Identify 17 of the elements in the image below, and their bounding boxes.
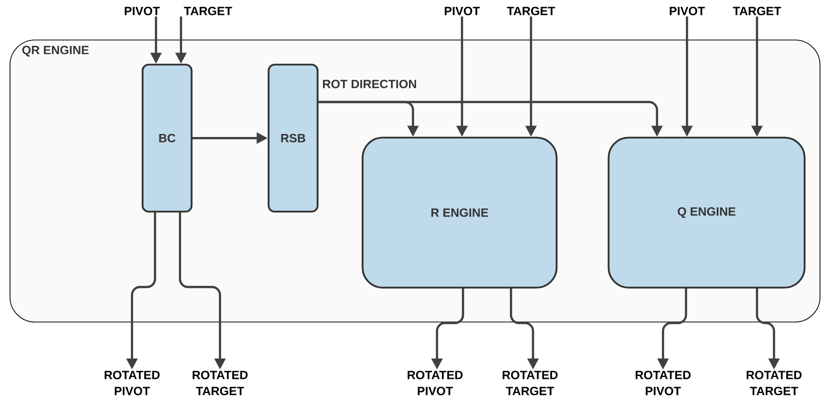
signal-label: ROTATED PIVOT bbox=[408, 370, 463, 396]
signal-label: PIVOT bbox=[444, 6, 480, 16]
block-box: RSB bbox=[268, 64, 318, 212]
signal-label: ROTATED PIVOT bbox=[104, 370, 160, 396]
engine-box: Q ENGINE bbox=[608, 136, 806, 288]
signal-label: PIVOT bbox=[670, 6, 705, 16]
signal-label: ROTATED TARGET bbox=[746, 370, 802, 396]
signal-label: PIVOT bbox=[124, 6, 160, 16]
signal-label: TARGET bbox=[184, 6, 232, 16]
signal-label: TARGET bbox=[732, 6, 782, 16]
block-box: BC bbox=[142, 64, 192, 212]
signal-label: ROTATED TARGET bbox=[192, 370, 248, 396]
edge-label: ROT DIRECTION bbox=[321, 78, 418, 90]
engine-box: R ENGINE bbox=[362, 136, 558, 288]
signal-label: ROTATED PIVOT bbox=[636, 370, 691, 396]
signal-label: TARGET bbox=[506, 6, 556, 16]
signal-label: ROTATED TARGET bbox=[502, 370, 558, 396]
